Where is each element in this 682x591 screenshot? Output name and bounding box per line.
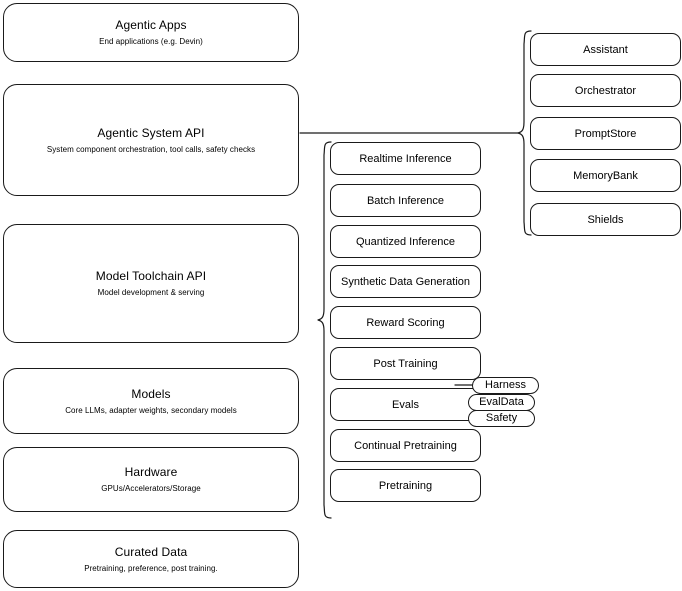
layer-title: Agentic Apps (115, 18, 187, 32)
layer-subtitle: Core LLMs, adapter weights, secondary mo… (65, 405, 237, 415)
evals-tag-label: Harness (485, 379, 526, 391)
layer-card-agentic-system-api[interactable]: Agentic System API System component orch… (3, 84, 299, 196)
layer-subtitle: GPUs/Accelerators/Storage (101, 484, 201, 493)
layer-subtitle: End applications (e.g. Devin) (99, 37, 203, 46)
toolchain-item-label: Reward Scoring (366, 316, 445, 329)
evals-tag-harness[interactable]: Harness (472, 377, 539, 394)
system-item-label: PromptStore (574, 127, 637, 140)
toolchain-item-label: Synthetic Data Generation (340, 275, 471, 288)
toolchain-item-label: Quantized Inference (355, 235, 456, 248)
toolchain-item-label: Evals (392, 398, 419, 411)
system-item-promptstore[interactable]: PromptStore (530, 117, 681, 150)
layer-card-agentic-apps[interactable]: Agentic Apps End applications (e.g. Devi… (3, 3, 299, 62)
toolchain-item-pretraining[interactable]: Pretraining (330, 469, 481, 502)
layer-title: Hardware (124, 465, 178, 479)
system-item-memorybank[interactable]: MemoryBank (530, 159, 681, 192)
toolchain-item-label: Post Training (373, 357, 438, 370)
toolchain-item-evals[interactable]: Evals (330, 388, 481, 421)
toolchain-item-quantized-inference[interactable]: Quantized Inference (330, 225, 481, 258)
layer-subtitle: System component orchestration, tool cal… (46, 144, 256, 154)
toolchain-item-post-training[interactable]: Post Training (330, 347, 481, 380)
toolchain-item-label: Batch Inference (366, 194, 445, 207)
toolchain-item-continual-pretraining[interactable]: Continual Pretraining (330, 429, 481, 462)
toolchain-item-realtime-inference[interactable]: Realtime Inference (330, 142, 481, 175)
toolchain-item-label: Pretraining (378, 479, 433, 492)
system-item-label: MemoryBank (573, 169, 638, 182)
system-item-label: Shields (587, 213, 624, 226)
system-item-shields[interactable]: Shields (530, 203, 681, 236)
system-item-orchestrator[interactable]: Orchestrator (530, 74, 681, 107)
layer-card-curated-data[interactable]: Curated Data Pretraining, preference, po… (3, 530, 299, 588)
layer-card-model-toolchain-api[interactable]: Model Toolchain API Model development & … (3, 224, 299, 343)
layer-title: Curated Data (114, 544, 188, 559)
evals-tag-label: EvalData (479, 396, 524, 408)
evals-tag-label: Safety (485, 412, 518, 424)
layer-subtitle: Model development & serving (97, 288, 205, 297)
toolchain-item-label: Realtime Inference (359, 152, 452, 165)
evals-tag-evaldata[interactable]: EvalData (468, 394, 535, 411)
evals-tag-safety[interactable]: Safety (468, 410, 535, 427)
toolchain-item-reward-scoring[interactable]: Reward Scoring (330, 306, 481, 339)
layer-title: Agentic System API (97, 125, 205, 140)
system-item-label: Assistant (583, 43, 628, 56)
toolchain-item-batch-inference[interactable]: Batch Inference (330, 184, 481, 217)
system-item-label: Orchestrator (574, 84, 637, 97)
toolchain-item-label: Continual Pretraining (354, 439, 457, 452)
layer-title: Model Toolchain API (95, 269, 207, 283)
toolchain-item-synthetic-data-generation[interactable]: Synthetic Data Generation (330, 265, 481, 298)
layer-subtitle: Pretraining, preference, post training. (84, 563, 218, 573)
layer-card-models[interactable]: Models Core LLMs, adapter weights, secon… (3, 368, 299, 434)
layer-card-hardware[interactable]: Hardware GPUs/Accelerators/Storage (3, 447, 299, 512)
system-item-assistant[interactable]: Assistant (530, 33, 681, 66)
layer-title: Models (131, 386, 171, 401)
